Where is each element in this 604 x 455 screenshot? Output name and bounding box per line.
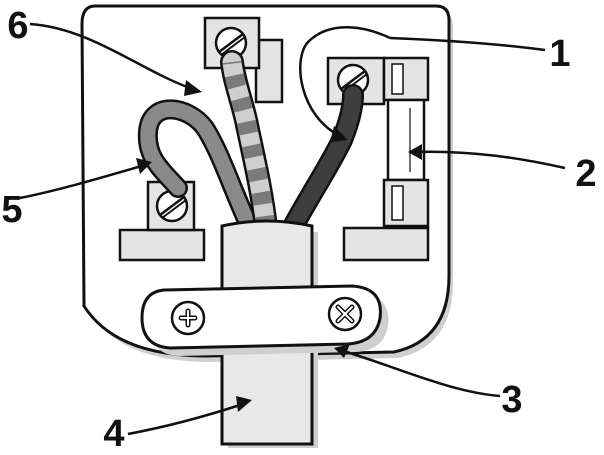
label-1-wire-arc bbox=[299, 26, 391, 138]
leader-line-3 bbox=[339, 348, 501, 398]
neutral-terminal-base bbox=[118, 228, 206, 262]
neutral-terminal-screw-icon bbox=[155, 189, 189, 223]
leader-line-6 bbox=[29, 22, 191, 90]
leader-line-4 bbox=[127, 403, 241, 436]
leader-line-5 bbox=[19, 163, 146, 200]
cable-grip bbox=[140, 284, 382, 350]
label-5: 5 bbox=[1, 189, 22, 231]
live-terminal-screw-icon bbox=[214, 26, 248, 60]
label-1: 1 bbox=[549, 33, 570, 75]
arrowhead-4 bbox=[236, 396, 252, 412]
leader-line-1 bbox=[389, 36, 546, 52]
label-6: 6 bbox=[7, 5, 28, 47]
leader-line-2 bbox=[411, 150, 566, 170]
arrowhead-3 bbox=[334, 344, 350, 358]
label-2: 2 bbox=[575, 153, 596, 195]
label-4: 4 bbox=[103, 413, 124, 450]
grip-screw-left-icon bbox=[170, 300, 206, 336]
arrowhead-2 bbox=[408, 144, 422, 160]
label-3: 3 bbox=[501, 379, 522, 421]
fuse-base bbox=[342, 226, 430, 262]
fuse bbox=[382, 56, 430, 228]
grip-screw-right-icon bbox=[327, 296, 363, 332]
live-terminal-post bbox=[254, 38, 284, 104]
arrowhead-1 bbox=[330, 126, 348, 142]
arrowhead-6 bbox=[184, 80, 202, 96]
arrowhead-5 bbox=[136, 158, 152, 174]
